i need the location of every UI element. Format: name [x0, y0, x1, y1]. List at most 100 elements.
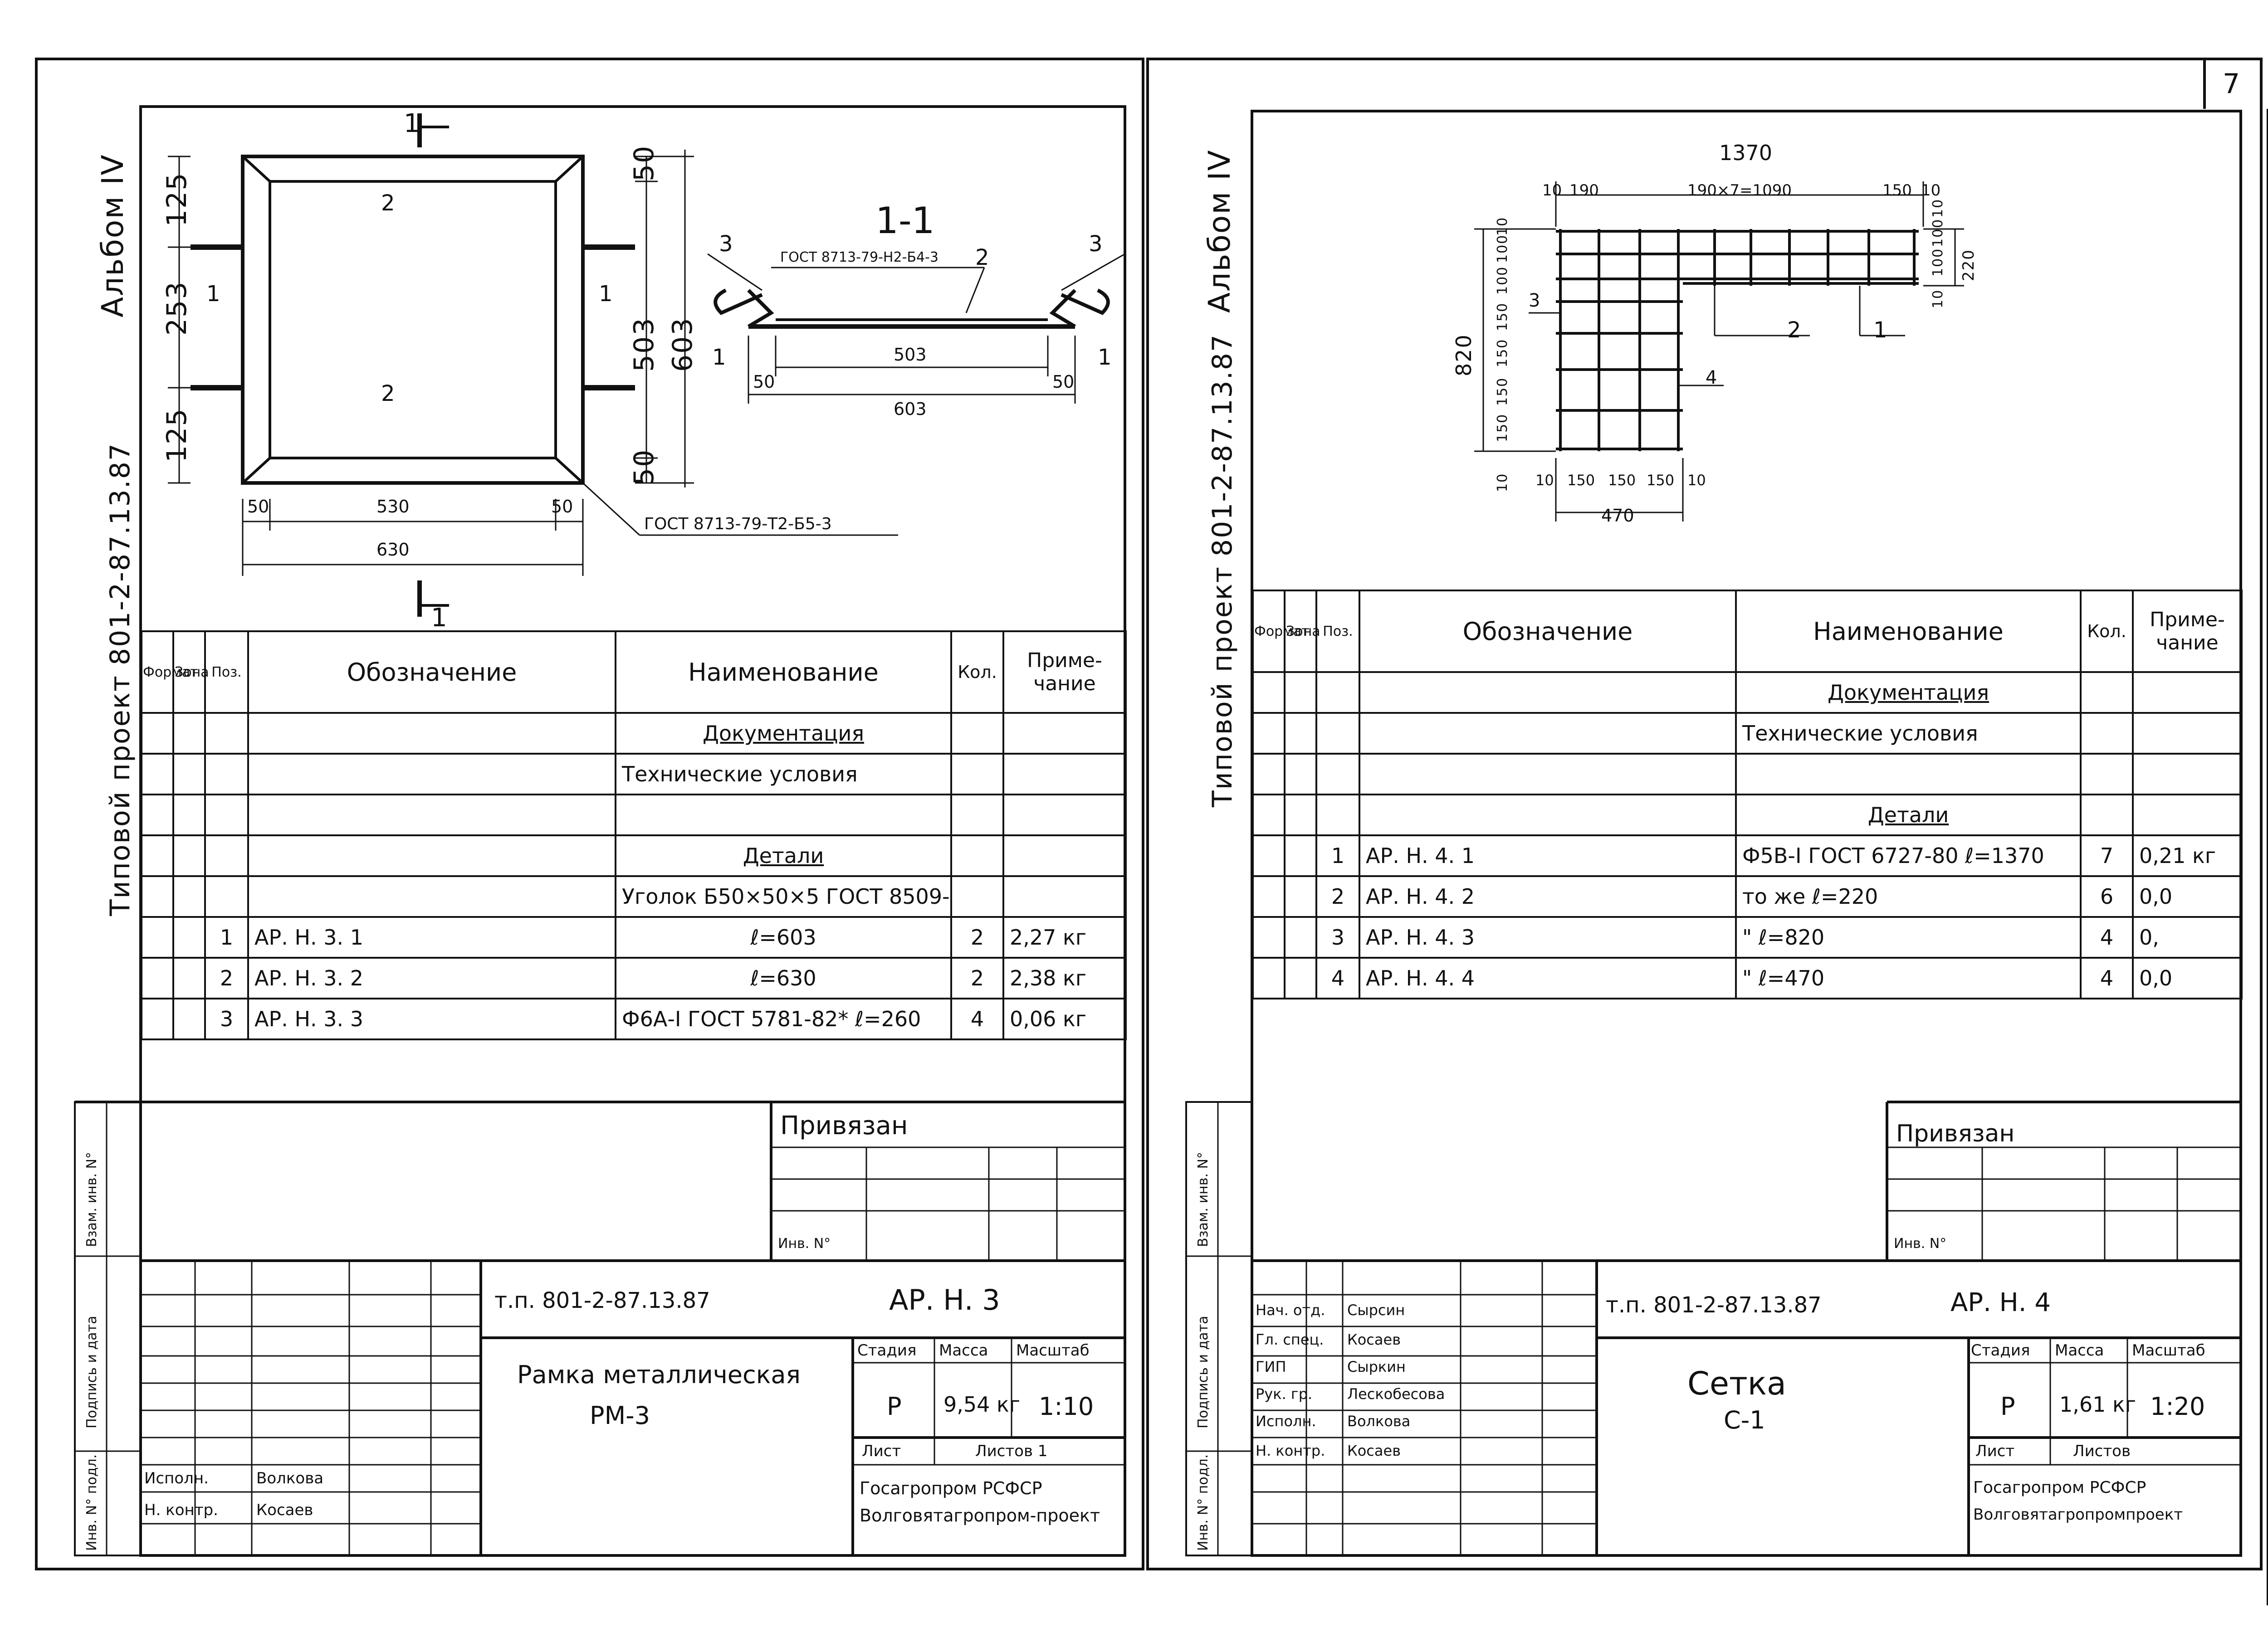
table-cell: 6 [2080, 875, 2134, 918]
mesh-dim-v-150c: 150 [1495, 377, 1510, 406]
table-row: Документация [141, 712, 1127, 755]
table-cell: АР. Н. 3. 2 [247, 957, 616, 999]
dim-125-bot: 125 [161, 408, 193, 463]
table-row: Детали [141, 834, 1127, 877]
side-label-right-1: Подпись и дата [1195, 1316, 1211, 1429]
dim-125-top: 125 [161, 172, 193, 227]
table-row: Уголок Б50×50×5 ГОСТ 8509-72* / Ст.3 ГОС… [141, 875, 1127, 918]
col-zone: Зона [172, 630, 209, 714]
sheet-h-right: Лист [1975, 1442, 2015, 1460]
person-role: Гл. спец. [1256, 1331, 1324, 1348]
person-role: ГИП [1256, 1358, 1286, 1375]
table-cell [172, 875, 206, 918]
mass-h-left: Масса [939, 1341, 988, 1360]
mesh-dim-v-150d: 150 [1495, 413, 1510, 442]
person-name: Косаев [1347, 1331, 1401, 1348]
mesh-dim-10-b: 10 [1921, 181, 1941, 200]
dim-530: 530 [376, 497, 410, 517]
table-row [1252, 753, 2243, 795]
table-cell [1359, 712, 1737, 755]
mesh-dim-v-10: 10 [1495, 216, 1510, 236]
table-cell [1252, 834, 1286, 877]
table-cell [204, 834, 249, 877]
sheet-h-left: Лист [862, 1442, 901, 1460]
title-right: Сетка [1687, 1365, 1786, 1402]
privyazan-left: Привязан [780, 1111, 908, 1141]
person-name: Сырсин [1347, 1302, 1405, 1319]
table-cell [1284, 671, 1317, 714]
col-note-r: Приме- чание [2132, 590, 2243, 673]
table-cell [1284, 834, 1317, 877]
dim-253: 253 [161, 281, 193, 336]
mesh-dim-b-150a: 150 [1567, 472, 1595, 489]
table-cell [141, 957, 174, 999]
table-cell [1252, 875, 1286, 918]
table-cell [1315, 794, 1360, 836]
table-cell [172, 794, 206, 836]
table-cell: АР. Н. 3. 1 [247, 916, 616, 959]
mesh-dim-b-10a: 10 [1535, 472, 1554, 489]
subtitle-right: С-1 [1724, 1406, 1765, 1434]
callout-pos1-left: 1 [206, 281, 220, 307]
sec-dim-50-left: 50 [753, 372, 775, 392]
col-designation: Обозначение [247, 630, 616, 714]
table-cell: 0,21 кг [2132, 834, 2243, 877]
table-cell: АР. Н. 4. 1 [1359, 834, 1737, 877]
table-cell [950, 753, 1004, 795]
sec-dim-50-right: 50 [1052, 372, 1075, 392]
sheets-h-left: Листов 1 [975, 1442, 1048, 1460]
table-row: Технические условия [1252, 712, 2243, 755]
table-cell [172, 957, 206, 999]
table-cell [141, 916, 174, 959]
table-cell [204, 794, 249, 836]
doc-code-right: т.п. 801-2-87.13.87 [1606, 1292, 1822, 1318]
scale-left: 1:10 [1039, 1392, 1094, 1421]
table-row: Документация [1252, 671, 2243, 714]
table-cell [141, 834, 174, 877]
sec-dim-503: 503 [894, 345, 927, 365]
table-cell: Технические условия [1735, 712, 2082, 755]
table-cell [1002, 875, 1127, 918]
mesh-dim-b-150b: 150 [1608, 472, 1636, 489]
table-cell: АР. Н. 4. 3 [1359, 916, 1737, 959]
table-cell [2132, 794, 2243, 836]
dim-right-50-top: 50 [628, 145, 660, 181]
table-cell [1359, 671, 1737, 714]
side-label-right-0: Инв. N° подл. [1195, 1454, 1211, 1551]
org1-left: Госагропром РСФСР [860, 1478, 1042, 1498]
person-role: Исполн. [1256, 1413, 1316, 1430]
table-cell: 7 [2080, 834, 2134, 877]
left-sheet-border [35, 58, 1144, 1570]
people-left-1-name: Косаев [256, 1501, 313, 1519]
sheets-h-right: Листов [2073, 1442, 2131, 1460]
mesh-callout-3: 3 [1529, 290, 1540, 311]
table-cell [1252, 794, 1286, 836]
person-role: Рук. гр. [1256, 1385, 1313, 1403]
mesh-dim-v-100a: 100 [1495, 234, 1510, 263]
table-cell: 2 [204, 957, 249, 999]
table-cell [2080, 794, 2134, 836]
side-label-left-1: Подпись и дата [84, 1316, 100, 1429]
mesh-dim-470: 470 [1601, 506, 1634, 526]
dim-right-603: 603 [667, 317, 699, 372]
table-cell [141, 794, 174, 836]
mesh-dim-v-150b: 150 [1495, 338, 1510, 367]
col-name-r: Наименование [1735, 590, 2082, 673]
mesh-dim-r-10b: 10 [1930, 289, 1946, 308]
table-cell [2080, 712, 2134, 755]
table-cell [1284, 794, 1317, 836]
table-cell [1002, 834, 1127, 877]
table-cell: " ℓ=820 [1735, 916, 2082, 959]
table-cell [2132, 671, 2243, 714]
table-cell: 0,0 [2132, 875, 2243, 918]
col-qty-r: Кол. [2080, 590, 2134, 673]
table-cell [1284, 753, 1317, 795]
table-row: Технические условия [141, 753, 1127, 795]
table-cell [1284, 712, 1317, 755]
page-number: 7 [2223, 68, 2240, 100]
